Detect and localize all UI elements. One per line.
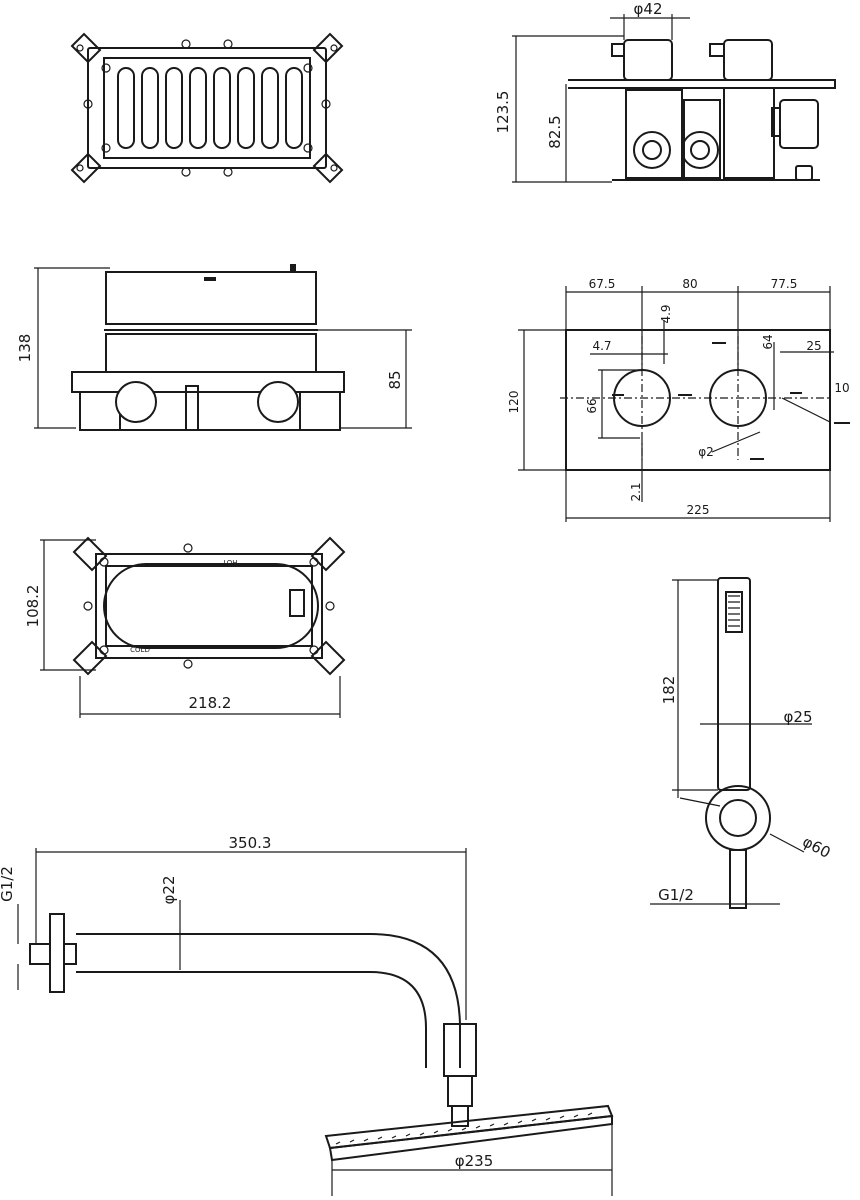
cover-plate-front-view	[518, 286, 850, 522]
box-w-label: 218.2	[189, 694, 232, 712]
plate-w1-label: 67.5	[589, 277, 616, 291]
arm-thread-label: G1/2	[0, 866, 16, 902]
shower-arm-view	[17, 848, 614, 1196]
plate-phi2-label: φ2	[698, 445, 714, 459]
plate-4-9-label: 4.9	[659, 304, 673, 323]
plate-w3-label: 77.5	[771, 277, 798, 291]
box-height-label: 138	[16, 334, 34, 363]
plate-height-label: 120	[507, 391, 521, 414]
box-h-label: 108.2	[24, 585, 42, 628]
hand-diameter-label: φ25	[784, 708, 813, 726]
plate-64-label: 64	[761, 334, 775, 349]
top-diameter-label: φ42	[634, 0, 663, 18]
cold-label: COLD	[130, 646, 150, 654]
box-inner-height-label: 85	[386, 370, 404, 389]
head-diameter-label: φ235	[455, 1152, 494, 1170]
plate-10-label: 10	[834, 381, 849, 395]
hand-base-diameter-label: φ60	[799, 832, 833, 862]
top-height-label: 123.5	[494, 91, 512, 134]
plate-25-label: 25	[806, 339, 821, 353]
plate-4-7-label: 4.7	[592, 339, 611, 353]
mounting-frame-front-view	[70, 32, 344, 184]
top-inner-height-label: 82.5	[546, 115, 564, 148]
hand-shower-view	[650, 577, 812, 909]
plate-2-1-label: 2.1	[629, 482, 643, 501]
hand-length-label: 182	[660, 676, 678, 705]
plate-w2-label: 80	[682, 277, 697, 291]
plate-66-label: 66	[585, 398, 599, 413]
box-top-view	[40, 536, 346, 718]
arm-length-label: 350.3	[229, 834, 272, 852]
hand-thread-label: G1/2	[658, 886, 694, 904]
hot-label: HOT	[222, 558, 238, 566]
box-side-view	[34, 264, 412, 431]
arm-diameter-label: φ22	[160, 876, 178, 905]
valve-side-view	[512, 14, 836, 183]
plate-total-label: 225	[687, 503, 710, 517]
